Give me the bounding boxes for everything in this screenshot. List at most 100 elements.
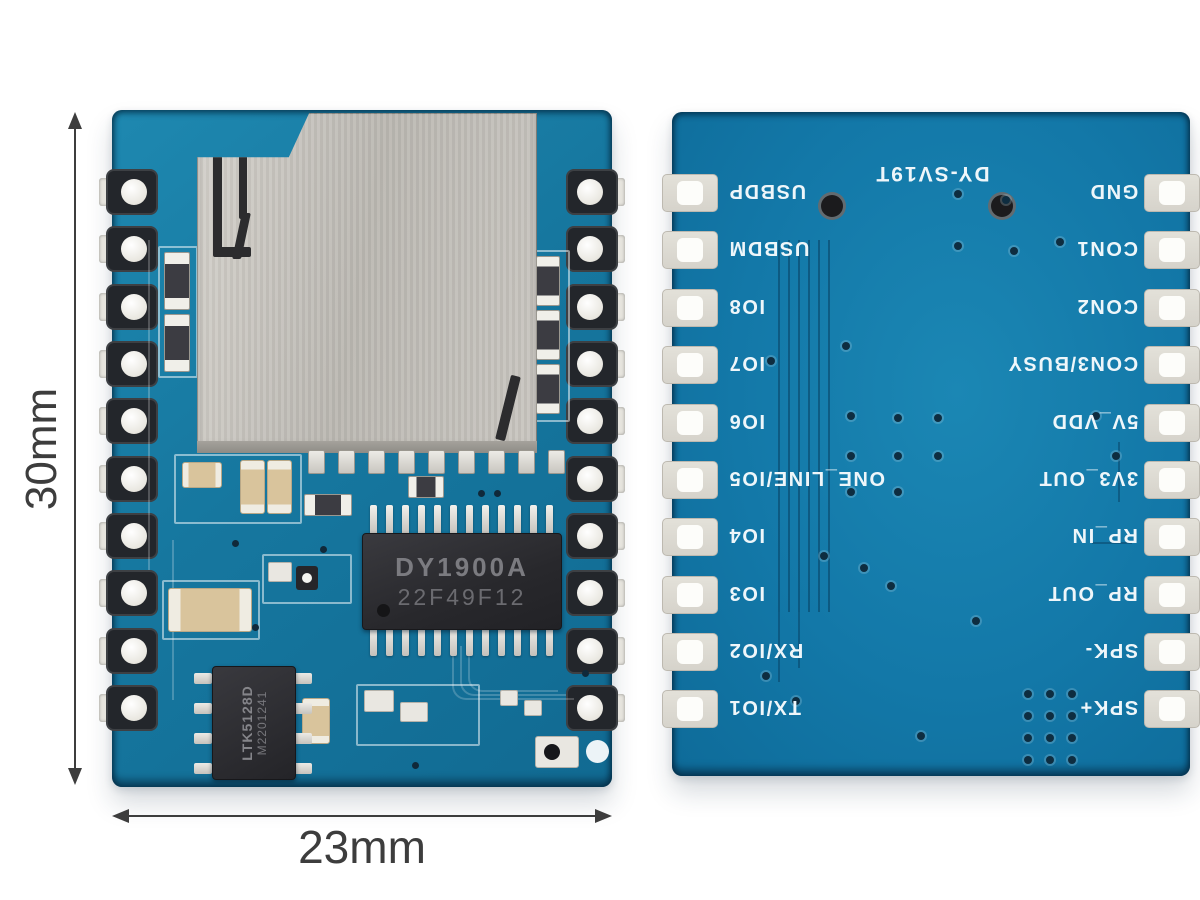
pin-label-io3: IO3 — [728, 582, 766, 604]
via — [412, 762, 419, 769]
solder-pad — [662, 633, 718, 671]
solder-pad — [1144, 461, 1200, 499]
chip-pin — [194, 703, 212, 714]
dimension-width-line — [122, 815, 602, 817]
capacitor — [240, 460, 265, 514]
through-hole-pad — [566, 398, 618, 444]
pin-label-rp-out: RP_OUT — [1047, 582, 1138, 604]
smd-component — [364, 690, 394, 712]
solder-pad — [662, 231, 718, 269]
via — [917, 732, 925, 740]
arrow-left-icon — [112, 809, 129, 823]
pin-label-tx-io1: TX/IO1 — [728, 696, 801, 718]
chip-pin — [514, 626, 521, 656]
via — [1068, 690, 1076, 698]
through-hole-pad — [106, 341, 158, 387]
trace — [468, 654, 558, 692]
smd-component-with-hole — [535, 736, 579, 768]
capacitor — [182, 462, 222, 488]
through-hole-pad — [106, 685, 158, 731]
through-hole-pad — [566, 456, 618, 502]
solder-pad — [662, 404, 718, 442]
front-board: DY1900A 22F49F12 LTK5128D M2201241 — [99, 110, 625, 787]
sd-contact-pin — [428, 450, 445, 474]
pin-label-io6: IO6 — [728, 410, 766, 432]
pin-label-5v-vdd: 5V_VDD — [1050, 410, 1138, 432]
trace — [798, 612, 800, 668]
chip-pin — [498, 626, 505, 656]
dimension-width-label: 23mm — [298, 821, 426, 873]
pin-label-io8: IO8 — [728, 295, 766, 317]
amp-chip: LTK5128D M2201241 — [212, 666, 296, 780]
pin-label-io7: IO7 — [728, 352, 766, 374]
pin-label-3v3-out: 3V3_OUT — [1037, 467, 1138, 489]
via — [582, 670, 589, 677]
via — [1046, 734, 1054, 742]
chip-pin — [418, 505, 425, 535]
silkscreen-outline — [162, 580, 260, 640]
through-hole-pad — [106, 628, 158, 674]
through-hole-pad — [566, 226, 618, 272]
via — [1002, 196, 1010, 204]
via — [1068, 756, 1076, 764]
microsd-card-slot — [197, 113, 537, 453]
through-hole-pad — [566, 169, 618, 215]
dimension-height: 30mm — [17, 110, 118, 787]
chip-pin — [418, 626, 425, 656]
through-hole-pad — [106, 513, 158, 559]
pin-label-gnd: GND — [1088, 180, 1138, 202]
sd-contact-pin — [338, 450, 355, 474]
via — [252, 624, 259, 631]
pin-label-rp-in: RP_IN — [1071, 524, 1138, 546]
arrow-right-icon — [595, 809, 612, 823]
pin-label-usbdp: USBDP — [728, 180, 807, 202]
solder-pad — [662, 289, 718, 327]
chip-pin — [466, 505, 473, 535]
chip-pin — [386, 626, 393, 656]
test-point — [296, 566, 318, 590]
sd-contact-pin — [548, 450, 565, 474]
chip-pin — [294, 763, 312, 774]
through-hole-pad — [566, 570, 618, 616]
chip-pin — [450, 505, 457, 535]
via — [860, 564, 868, 572]
solder-pad — [662, 518, 718, 556]
main-chip-lot-code: 22F49F12 — [397, 584, 527, 610]
via — [954, 242, 962, 250]
sd-contact-pin — [488, 450, 505, 474]
silkscreen-outline — [356, 684, 480, 746]
sd-contact-pin — [458, 450, 475, 474]
solder-pad — [1144, 346, 1200, 384]
via — [847, 452, 855, 460]
chip-pin — [450, 626, 457, 656]
trace — [1118, 442, 1120, 502]
via — [1046, 712, 1054, 720]
via — [1068, 712, 1076, 720]
through-hole-pad — [106, 398, 158, 444]
slot-bottom-lip — [197, 441, 537, 453]
trace-bundle — [778, 240, 830, 612]
smd-component — [400, 702, 428, 722]
chip-pin — [482, 626, 489, 656]
chip-pin — [530, 626, 537, 656]
mounting-hole — [988, 192, 1016, 220]
chip-pin — [530, 505, 537, 535]
arrow-up-icon — [68, 112, 82, 129]
via — [1046, 690, 1054, 698]
through-hole-pad — [566, 284, 618, 330]
pin-label-spk-plus: SPK+ — [1078, 696, 1138, 718]
chip-pin — [434, 626, 441, 656]
via — [847, 488, 855, 496]
via — [887, 582, 895, 590]
chip-pin — [294, 673, 312, 684]
smd-component — [268, 562, 292, 582]
chip-pin — [434, 505, 441, 535]
solder-pad — [662, 461, 718, 499]
main-chip: DY1900A 22F49F12 — [362, 533, 562, 630]
solder-pad — [1144, 174, 1200, 212]
through-hole-pad — [106, 570, 158, 616]
capacitor — [267, 460, 292, 514]
pin-label-spk-minus: SPK- — [1083, 639, 1138, 661]
silkscreen-outline — [262, 554, 352, 604]
